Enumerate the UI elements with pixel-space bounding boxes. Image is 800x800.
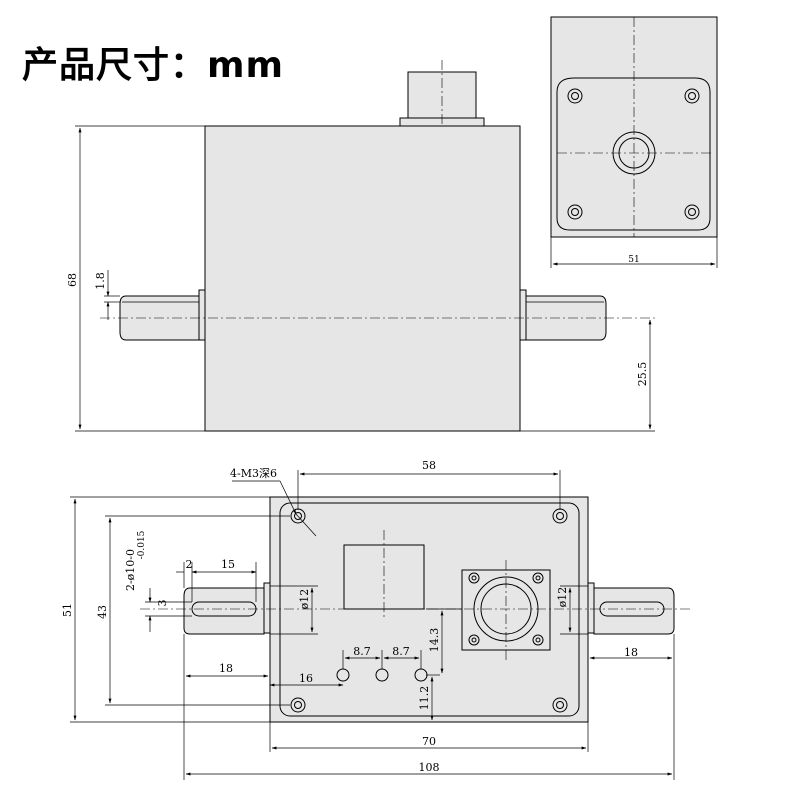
display-window [343, 544, 425, 610]
page-title: 产品尺寸：mm [22, 45, 285, 86]
dim-70: 70 [422, 735, 436, 748]
connector-square [461, 569, 551, 651]
dim-plan-51: 51 [61, 603, 74, 617]
dim-11-2: 11.2 [418, 686, 431, 711]
dim-68: 68 [66, 273, 79, 287]
plan-left-shaft [183, 587, 265, 635]
dim-14-3: 14.3 [428, 628, 441, 653]
end-view: 51 [550, 16, 718, 268]
sensor-body-front [204, 125, 521, 432]
plan-right-shaft [593, 587, 675, 635]
end-plate [556, 77, 711, 231]
dim-108: 108 [419, 761, 440, 774]
right-shaft [525, 295, 607, 341]
dim-58: 58 [422, 459, 436, 472]
mount-spec: 4-M3深6 [230, 467, 277, 480]
dim-8-7-b: 8.7 [392, 645, 410, 658]
end-mount-holes [567, 88, 700, 220]
dim-8-7-a: 8.7 [353, 645, 371, 658]
plan-view: 4-M3深6 58 51 43 2-ø10-0 -0.015 2 15 3 [61, 459, 690, 780]
dim-18-left: 18 [219, 662, 233, 675]
dim-43: 43 [96, 605, 109, 619]
shaft-end-inner [618, 137, 650, 169]
right-flange [519, 289, 527, 341]
dim-3: 3 [156, 600, 169, 607]
dim-2: 2 [186, 558, 193, 571]
left-flange [198, 289, 206, 341]
dim-25-5: 25.5 [636, 362, 649, 387]
dim-dia-left: ø12 [298, 589, 311, 610]
connector-ring [473, 576, 539, 642]
shaft-tolerance-sub: -0.015 [137, 530, 147, 559]
dim-15: 15 [221, 558, 235, 571]
dim-end-51: 51 [628, 255, 639, 265]
dim-16: 16 [299, 672, 313, 685]
dim-18-right: 18 [624, 646, 638, 659]
plan-inner-plate [279, 502, 580, 717]
shaft-tolerance: 2-ø10-0 [124, 549, 137, 591]
front-view: 68 1.8 25.5 [66, 60, 655, 432]
shaft-end-outer [612, 131, 656, 175]
dim-1-8: 1.8 [94, 272, 107, 290]
dim-dia-right: ø12 [556, 587, 569, 608]
